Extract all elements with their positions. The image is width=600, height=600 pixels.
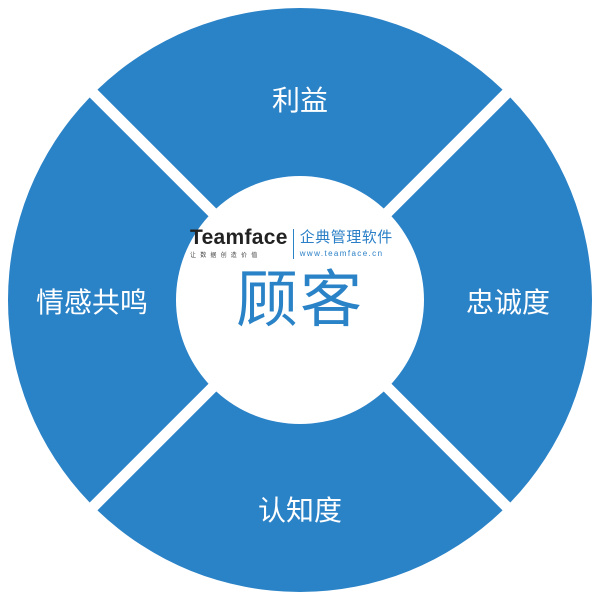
segment-bottom xyxy=(97,391,503,593)
center-title: 顾客 xyxy=(235,263,364,336)
logo-tagline: 企典管理软件 xyxy=(299,228,393,246)
center-circle xyxy=(178,178,422,422)
logo-slogan: 让数据创造价值 xyxy=(190,252,262,259)
segment-right xyxy=(391,97,593,503)
logo-divider xyxy=(292,229,294,259)
segment-left xyxy=(7,97,209,503)
segment-label-left: 情感共鸣 xyxy=(36,286,148,319)
logo-url: www.teamface.cn xyxy=(299,249,384,258)
logo: Teamface 让数据创造价值 企典管理软件 www.teamface.cn xyxy=(190,226,425,266)
logo-brand: Teamface xyxy=(190,226,288,249)
segment-label-top: 利益 xyxy=(272,84,328,117)
segment-top xyxy=(97,7,503,209)
segment-label-bottom: 认知度 xyxy=(258,494,342,527)
segment-label-right: 忠诚度 xyxy=(466,286,550,319)
